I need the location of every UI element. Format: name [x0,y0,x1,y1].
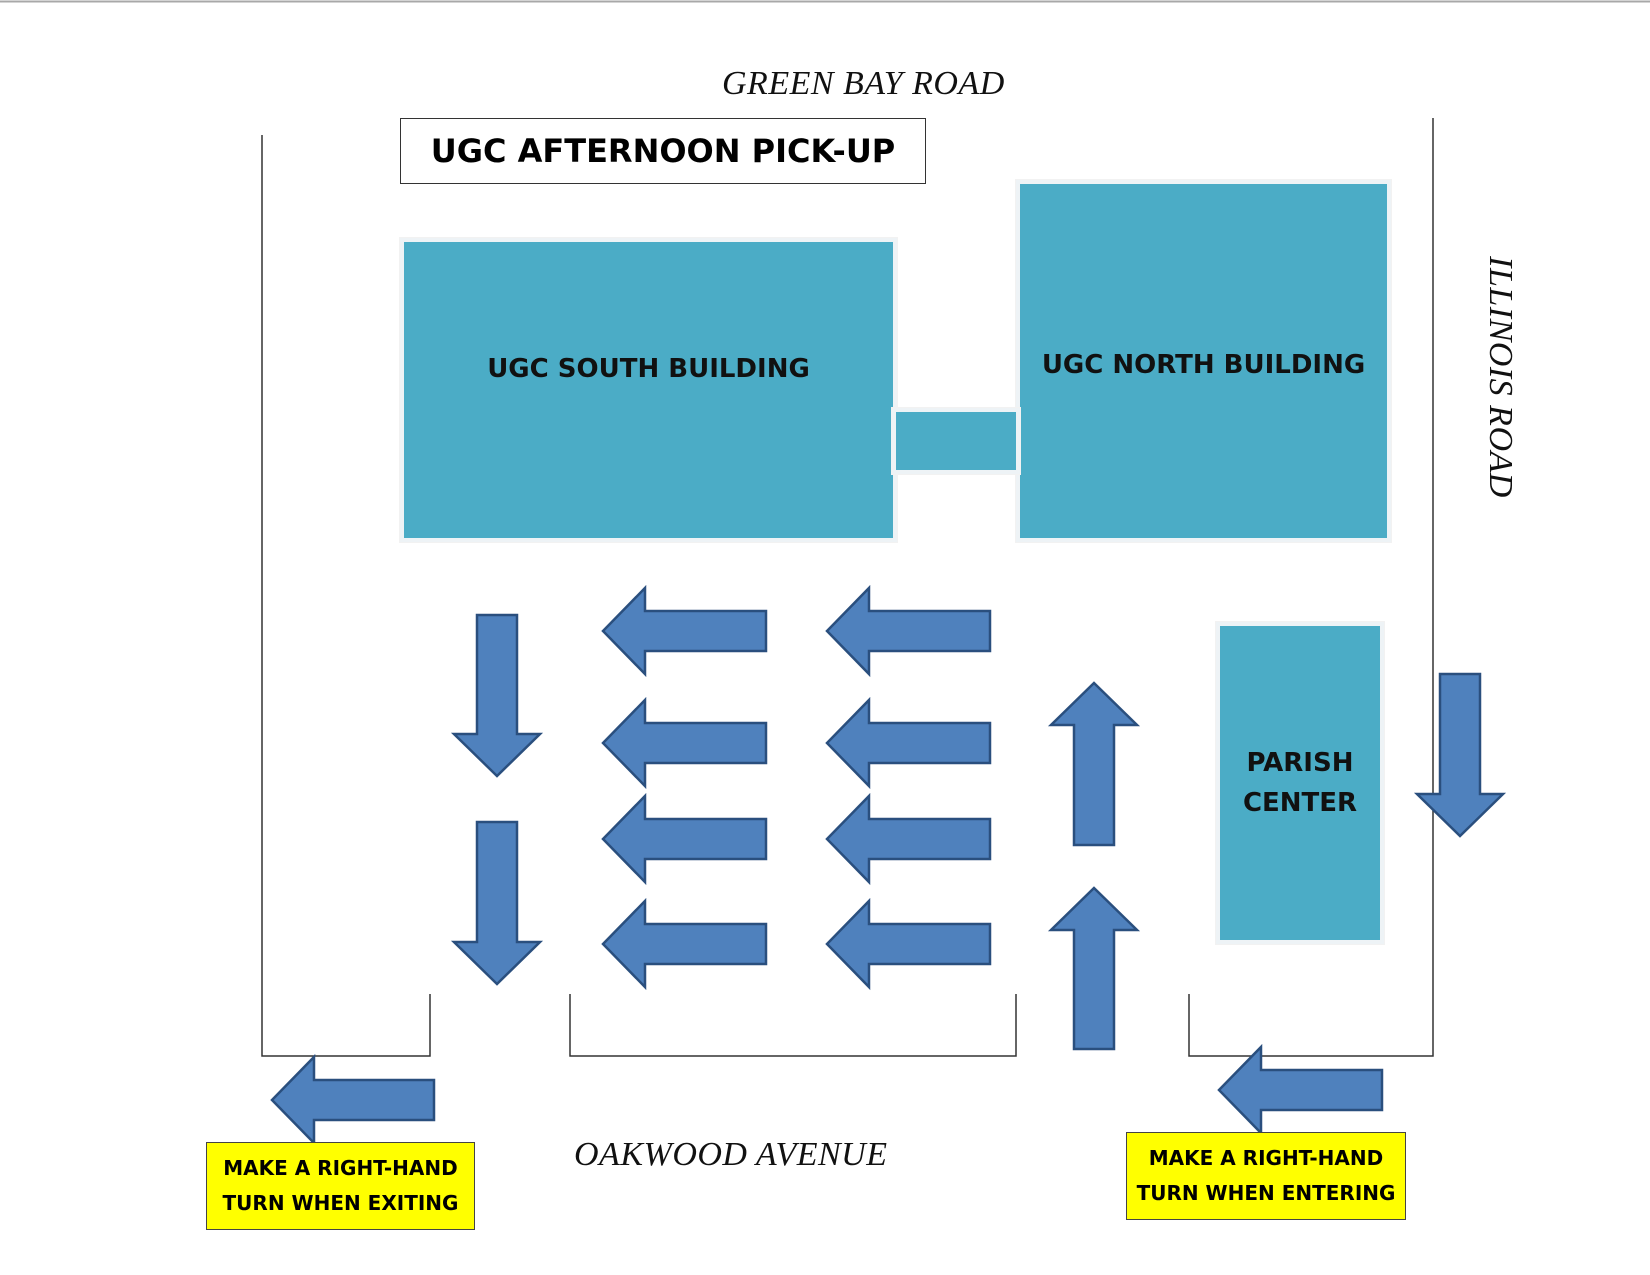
traffic-arrows [270,584,1507,1147]
lot-boundaries [261,118,1434,1057]
street-label-illinois-road: ILLINOIS ROAD [1482,256,1519,498]
arrow-down-west-2 [450,820,544,986]
arrow-left-lane-2-row-3 [825,792,992,886]
street-label-oakwood-avenue: OAKWOOD AVENUE [574,1136,888,1173]
arrow-left-lane-1-row-2 [601,696,768,790]
enter-instruction-note: MAKE A RIGHT-HAND TURN WHEN ENTERING [1126,1132,1406,1220]
arrow-left-lane-1-row-4 [601,897,768,991]
building-connector [892,408,1020,474]
boundary-west [261,135,431,1057]
boundary-center [569,994,1017,1057]
arrow-left-enter [1217,1043,1384,1137]
street-label-green-bay-road: GREEN BAY ROAD [722,65,1005,102]
arrow-up-center-2 [1047,886,1141,1051]
arrow-up-center-1 [1047,681,1141,847]
exit-instruction-note: MAKE A RIGHT-HAND TURN WHEN EXITING [206,1142,475,1230]
arrow-left-lane-1-row-3 [601,792,768,886]
page-title: UGC AFTERNOON PICK-UP [400,118,926,184]
building-ugc-south: UGC SOUTH BUILDING [400,238,897,542]
arrow-down-illinois-road [1413,672,1507,838]
building-ugc-north: UGC NORTH BUILDING [1016,180,1391,542]
building-parish-center: PARISH CENTER [1216,622,1384,944]
arrow-left-lane-2-row-1 [825,584,992,678]
boundary-east [1188,118,1434,1057]
arrow-down-west-1 [450,613,544,778]
arrow-left-lane-2-row-4 [825,897,992,991]
arrow-left-exit [270,1053,436,1147]
arrow-left-lane-2-row-2 [825,696,992,790]
arrow-left-lane-1-row-1 [601,584,768,678]
